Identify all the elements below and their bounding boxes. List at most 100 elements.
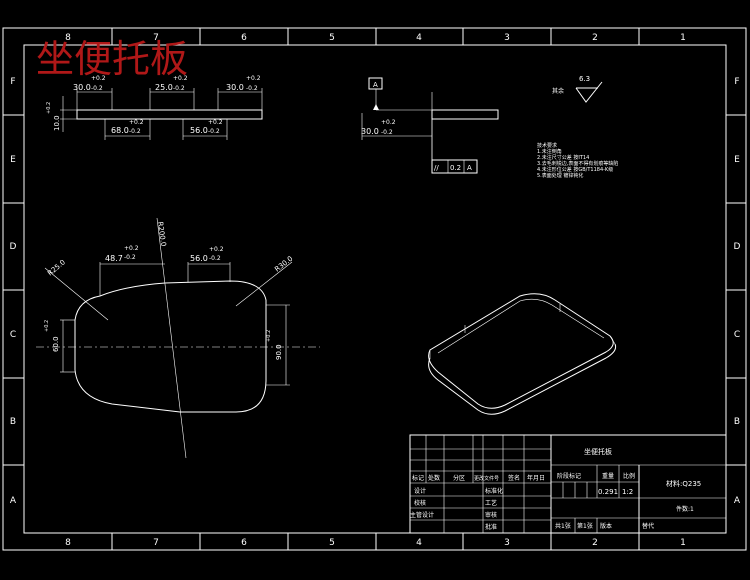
tol-lower: -0.2 <box>124 254 136 261</box>
zone-col-label: 7 <box>153 33 159 43</box>
zone-col-label: 3 <box>504 538 510 548</box>
replace-label: 替代 <box>642 522 654 530</box>
zone-col-label: 1 <box>680 538 686 548</box>
zone-col-label: 4 <box>416 538 422 548</box>
role-label: 校核 <box>414 499 426 507</box>
zone-col-label: 3 <box>504 33 510 43</box>
tol-upper: +0.2 <box>91 75 106 82</box>
dim-56-front: 56.0 <box>190 254 208 263</box>
zone-row-label: D <box>734 242 741 252</box>
tol-upper: +0.2 <box>46 102 52 114</box>
mark-label: 更改文件号 <box>474 475 499 482</box>
dim-68: 68.0 <box>111 126 129 135</box>
zone-col-label: 8 <box>65 538 71 548</box>
sheets-total: 共1张 <box>555 522 571 530</box>
tech-notes-heading: 技术要求 <box>537 142 557 149</box>
side-view <box>361 77 499 174</box>
mark-label: 处数 <box>428 474 440 482</box>
dim-30-left: 30.0 <box>73 83 91 92</box>
zone-col-label: 4 <box>416 33 422 43</box>
title-block <box>409 434 727 534</box>
std-label: 批准 <box>485 523 497 531</box>
tol-lower: -0.2 <box>209 255 221 262</box>
mark-label: 签名 <box>508 474 520 482</box>
tolerance-datum: A <box>467 164 472 172</box>
inner-frame <box>23 44 727 534</box>
dim-60: 60.0 <box>52 336 60 352</box>
mark-label: 年月日 <box>527 474 545 482</box>
roughness-icon <box>575 81 603 103</box>
zone-row-label: E <box>10 155 16 165</box>
tech-note-line: 1.未注倒角 <box>537 148 562 155</box>
zone-grid <box>3 28 746 550</box>
dim-30-side: 30.0 <box>361 127 379 136</box>
dim-90: 90.0 <box>275 344 283 360</box>
tech-note-line: 3.去毛刺锐边,表面不得有划痕等缺陷 <box>537 160 618 167</box>
zone-row-label: F <box>734 77 739 87</box>
datum-label: A <box>373 81 378 89</box>
zone-row-label: B <box>10 417 16 427</box>
zone-row-label: D <box>10 242 17 252</box>
tolerance-symbol: // <box>434 164 439 172</box>
zone-col-label: 6 <box>241 33 247 43</box>
tech-note-line: 5.表面处理 镀锌钝化 <box>537 172 583 179</box>
tol-upper: +0.2 <box>124 245 139 252</box>
drawing-title: 坐便托板 <box>36 37 188 81</box>
tol-upper: +0.2 <box>246 75 261 82</box>
stage-header: 阶段标记 <box>557 472 581 480</box>
roughness-value: 6.3 <box>579 75 590 83</box>
scale-value: 1:2 <box>622 488 633 496</box>
tol-upper: +0.2 <box>266 330 272 342</box>
std-label: 标准化 <box>485 487 503 495</box>
tol-upper: +0.2 <box>44 320 50 332</box>
radius-r200: R200.0 <box>156 221 167 247</box>
dim-56: 56.0 <box>190 126 208 135</box>
dim-25: 25.0 <box>155 83 173 92</box>
tol-lower: -0.2 <box>381 129 393 136</box>
dim-thickness: 10.0 <box>53 115 61 131</box>
role-label: 设计 <box>414 487 426 495</box>
stage-header: 重量 <box>602 472 614 480</box>
outer-border <box>2 27 747 551</box>
tol-lower: -0.2 <box>91 85 103 92</box>
zone-row-label: A <box>734 496 741 506</box>
weight-value: 0.291 <box>598 488 618 496</box>
dim-30-right: 30.0 <box>226 83 244 92</box>
zone-row-label: B <box>734 417 740 427</box>
tolerance-value: 0.2 <box>450 164 461 172</box>
radius-r25: R25.0 <box>46 258 67 277</box>
zone-row-label: C <box>10 330 16 340</box>
front-view <box>36 217 320 459</box>
zone-col-label: 2 <box>592 33 598 43</box>
std-label: 审核 <box>485 511 497 519</box>
tol-lower: -0.2 <box>246 85 258 92</box>
version-label: 版本 <box>600 522 612 530</box>
zone-col-label: 1 <box>680 33 686 43</box>
pieces-label: 件数:1 <box>676 505 694 513</box>
tol-upper: +0.2 <box>173 75 188 82</box>
mark-label: 标记 <box>412 474 424 482</box>
tol-lower: -0.2 <box>129 128 141 135</box>
zone-row-label: E <box>734 155 740 165</box>
roughness-label: 其余 <box>552 87 564 95</box>
tol-upper: +0.2 <box>209 246 224 253</box>
isometric-view <box>428 293 617 415</box>
zone-col-label: 5 <box>329 538 335 548</box>
radius-r30: R30.0 <box>273 255 294 274</box>
zone-col-label: 6 <box>241 538 247 548</box>
sheet-number: 第1张 <box>577 522 593 530</box>
tol-lower: -0.2 <box>208 128 220 135</box>
title-block-material: 材料:Q235 <box>666 479 701 488</box>
tol-upper: +0.2 <box>129 119 144 126</box>
zone-row-label: C <box>734 330 740 340</box>
dim-48-7: 48.7 <box>105 254 123 263</box>
tol-upper: +0.2 <box>208 119 223 126</box>
title-block-part-name: 坐便托板 <box>584 447 612 456</box>
stage-header: 比例 <box>623 472 635 480</box>
role-label: 主管设计 <box>410 511 434 519</box>
tech-note-line: 2.未注尺寸公差 按IT14 <box>537 154 589 161</box>
zone-row-label: F <box>10 77 15 87</box>
zone-col-label: 2 <box>592 538 598 548</box>
zone-row-label: A <box>10 496 17 506</box>
